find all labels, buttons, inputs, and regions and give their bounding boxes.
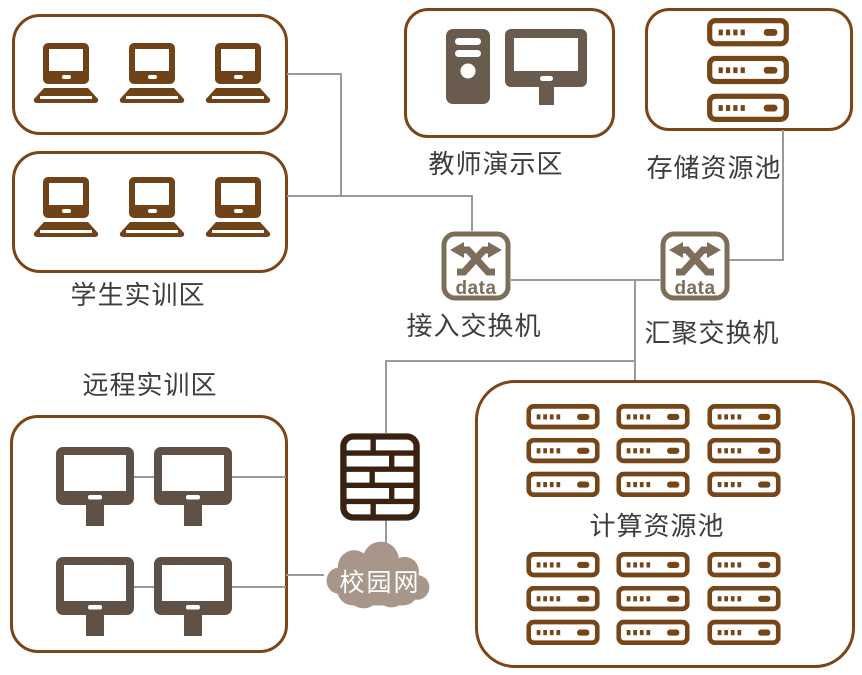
- connector-storage-drop: [782, 130, 784, 261]
- workstation-monitor-icon: [56, 447, 136, 527]
- teacher-area-label: 教师演示区: [428, 150, 564, 179]
- zone-remote-training: [10, 415, 288, 653]
- laptop-icon: [204, 176, 272, 240]
- access-switch-icon: data: [441, 231, 511, 301]
- storage-pool-label: 存储资源池: [646, 154, 782, 183]
- workstation-monitor-icon: [56, 557, 136, 637]
- connector-remote-to-cloud: [286, 574, 324, 576]
- laptop-icon: [32, 176, 100, 240]
- connector-down-to-compute: [634, 279, 636, 380]
- connector-workstation-1-2: [134, 476, 156, 478]
- server-stack-icon: [615, 552, 691, 646]
- pc-tower-icon: [446, 29, 492, 105]
- connector-firewall-drop: [385, 360, 387, 433]
- laptop-icon: [118, 176, 186, 240]
- laptop-icon: [32, 42, 100, 106]
- server-stack-icon: [707, 18, 789, 123]
- access-switch-label: 接入交换机: [406, 312, 542, 341]
- connector-aggregation-to-storage: [729, 259, 784, 261]
- laptop-icon: [204, 42, 272, 106]
- connector-workstation-4-edge: [232, 586, 286, 588]
- server-stack-icon: [706, 552, 782, 646]
- remote-area-label: 远程实训区: [82, 371, 218, 400]
- firewall-icon: [340, 433, 420, 521]
- student-area-label: 学生实训区: [70, 281, 206, 310]
- connector-firewall-to-cloud: [385, 519, 387, 549]
- connector-student2-to-access: [287, 195, 473, 197]
- aggregation-switch-icon: data: [660, 231, 730, 301]
- connector-workstation-3-4: [134, 586, 156, 588]
- connector-access-to-aggregation: [511, 279, 660, 281]
- desktop-monitor-icon: [505, 29, 589, 105]
- connector-branch-to-firewall: [386, 360, 636, 362]
- connector-workstation-2-edge: [232, 476, 286, 478]
- workstation-monitor-icon: [154, 447, 234, 527]
- connector-student1-to-junction: [287, 73, 342, 75]
- laptop-icon: [118, 42, 186, 106]
- connector-junction-down: [340, 73, 342, 197]
- campus-network-label: 校园网: [339, 570, 421, 597]
- server-stack-icon: [615, 404, 691, 498]
- compute-pool-label: 计算资源池: [589, 512, 725, 541]
- server-stack-icon: [525, 552, 601, 646]
- data-badge: data: [455, 278, 496, 299]
- connector-access-drop: [471, 195, 473, 231]
- data-badge: data: [674, 278, 715, 299]
- aggregation-switch-label: 汇聚交换机: [644, 319, 780, 348]
- server-stack-icon: [706, 404, 782, 498]
- server-stack-icon: [525, 404, 601, 498]
- workstation-monitor-icon: [154, 557, 234, 637]
